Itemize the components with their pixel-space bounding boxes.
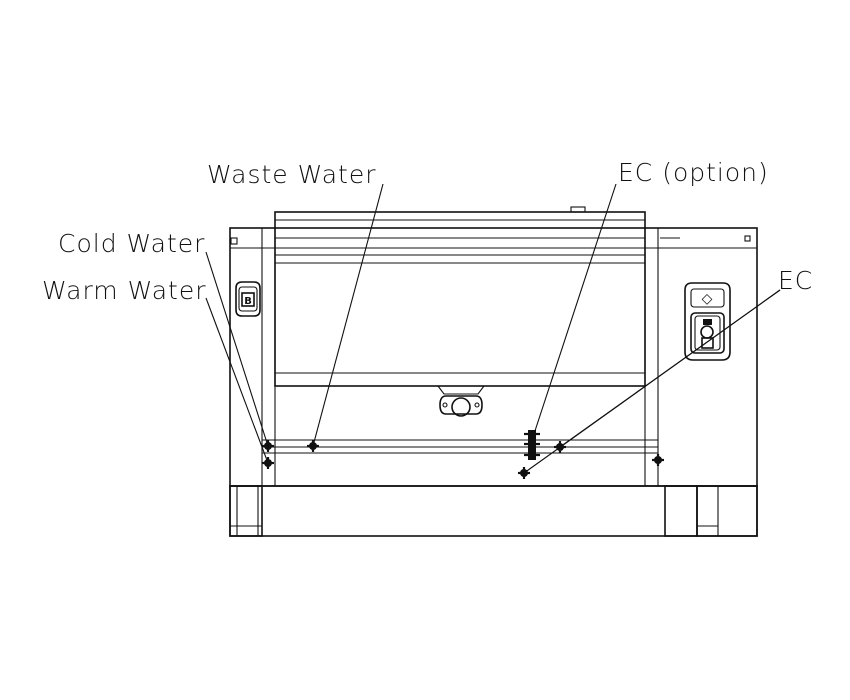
connection-points xyxy=(262,430,664,479)
connection-rail xyxy=(262,439,658,454)
label-waste-water: Waste Water xyxy=(207,160,377,189)
leader-ec-lower xyxy=(523,289,781,474)
label-ec: EC xyxy=(778,266,813,295)
hatched-base xyxy=(229,485,758,537)
lid-panel xyxy=(274,206,646,387)
left-badge-icon: B xyxy=(235,281,261,317)
right-connector xyxy=(652,454,664,466)
ec-panel-icon: ◇ xyxy=(684,282,731,361)
label-ec-option: EC (option) xyxy=(618,158,769,187)
ec-option-connector xyxy=(524,430,540,460)
door-latch xyxy=(436,385,486,417)
leader-warm-water xyxy=(205,297,269,464)
leader-cold-water xyxy=(205,251,269,447)
leader-waste-water xyxy=(312,183,384,447)
diamond-icon: ◇ xyxy=(702,291,713,307)
label-cold-water: Cold Water xyxy=(58,229,205,258)
leader-lines xyxy=(205,183,781,474)
left-badge-letter: B xyxy=(244,296,252,307)
leader-ec-option xyxy=(531,183,617,441)
label-warm-water: Warm Water xyxy=(42,276,206,305)
